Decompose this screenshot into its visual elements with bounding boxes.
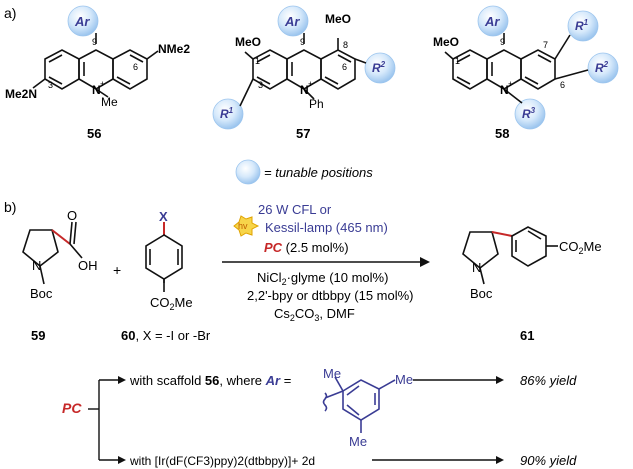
c58-id: 58 [495, 126, 509, 141]
c58-pos-1: 1 [455, 56, 460, 66]
c61-ester: CO2Me [559, 239, 602, 256]
c57-ar-label: Ar [284, 14, 300, 29]
c56-pos-6: 6 [133, 62, 138, 72]
c58-ar-label: Ar [484, 14, 500, 29]
yield-2: 90% yield [520, 453, 577, 468]
mesityl-me-2: Me [395, 372, 413, 387]
branch-arrowhead-top [118, 376, 126, 384]
c56-nme2-right: NMe2 [158, 42, 190, 56]
branch-line-1: with scaffold 56, where Ar = [129, 373, 291, 388]
c59-id: 59 [31, 328, 45, 343]
c61-n: N [472, 260, 481, 275]
compound-59 [22, 221, 83, 285]
condition-pc: PC (2.5 mol%) [264, 240, 349, 255]
c58-pos-9: 9 [500, 37, 505, 47]
condition-base: Cs2CO3, DMF [274, 306, 355, 323]
c60-x: X [159, 209, 168, 224]
c61-id: 61 [520, 328, 534, 343]
c56-nme2-left: Me2N [5, 87, 37, 101]
pc-label: PC [62, 400, 82, 416]
c57-pos-9: 9 [300, 37, 305, 47]
condition-lamp-2: Kessil-lamp (465 nm) [265, 220, 388, 235]
condition-ligand: 2,2'-bpy or dtbbpy (15 mol%) [247, 288, 414, 303]
compound-60 [145, 222, 183, 292]
pc-branch-lines [88, 379, 496, 461]
branch-line-2: with [Ir(dF(CF3)ppy)2(dtbbpy)]+ 2d [129, 454, 315, 468]
c56-n-atom: N [92, 83, 101, 97]
c59-o: O [67, 208, 77, 223]
c57-pos-3: 3 [258, 80, 263, 90]
panel-b-label: b) [4, 199, 16, 215]
c59-n: N [32, 258, 41, 273]
c59-oh: OH [78, 258, 98, 273]
c60-id-label: 60, X = -I or -Br [121, 328, 211, 343]
c57-meo-left: MeO [235, 35, 261, 49]
c58-pos-6: 6 [560, 80, 565, 90]
compound-56 [32, 5, 159, 98]
svg-text:hv: hv [238, 221, 248, 231]
condition-nicl2: NiCl2·glyme (10 mol%) [257, 270, 388, 287]
c56-ar-label: Ar [74, 14, 90, 29]
compound-58 [444, 5, 619, 130]
mesityl-group [322, 376, 396, 433]
c57-pos-6: 6 [342, 62, 347, 72]
mesityl-me-1: Me [323, 366, 341, 381]
c56-n-charge: + [100, 79, 105, 89]
tunable-legend-bubble [235, 159, 261, 185]
plus-sign: + [113, 262, 121, 278]
c56-pos-3: 3 [48, 80, 53, 90]
c57-pos-8: 8 [343, 40, 348, 50]
yield-1: 86% yield [520, 373, 577, 388]
c56-n-me: Me [101, 95, 118, 109]
condition-lamp-1: 26 W CFL or [258, 202, 332, 217]
c57-meo-top: MeO [325, 12, 351, 26]
mesityl-me-3: Me [349, 434, 367, 449]
yield-arrowhead-top [496, 376, 504, 384]
compound-61 [462, 226, 558, 285]
panel-a-label: a) [4, 5, 16, 21]
c58-n-atom: N [500, 83, 509, 97]
c58-meo-left: MeO [433, 35, 459, 49]
c57-id: 57 [296, 126, 310, 141]
c59-boc: Boc [30, 286, 53, 301]
c57-pos-1: 1 [255, 56, 260, 66]
c57-n-atom: N [300, 83, 309, 97]
branch-arrowhead-bottom [118, 456, 126, 464]
c58-pos-7: 7 [543, 40, 548, 50]
tunable-legend-text: = tunable positions [264, 165, 373, 180]
c56-id: 56 [87, 126, 101, 141]
reaction-arrowhead [420, 257, 430, 267]
c58-n-charge: + [508, 79, 513, 89]
yield-arrowhead-bottom [496, 456, 504, 464]
hv-light-icon: hv [233, 215, 260, 237]
c60-ester: CO2Me [150, 295, 193, 312]
c61-boc: Boc [470, 286, 493, 301]
compound-57 [212, 5, 396, 130]
c57-n-charge: + [308, 79, 313, 89]
c57-n-ph: Ph [309, 97, 324, 111]
c56-pos-9: 9 [92, 37, 97, 47]
